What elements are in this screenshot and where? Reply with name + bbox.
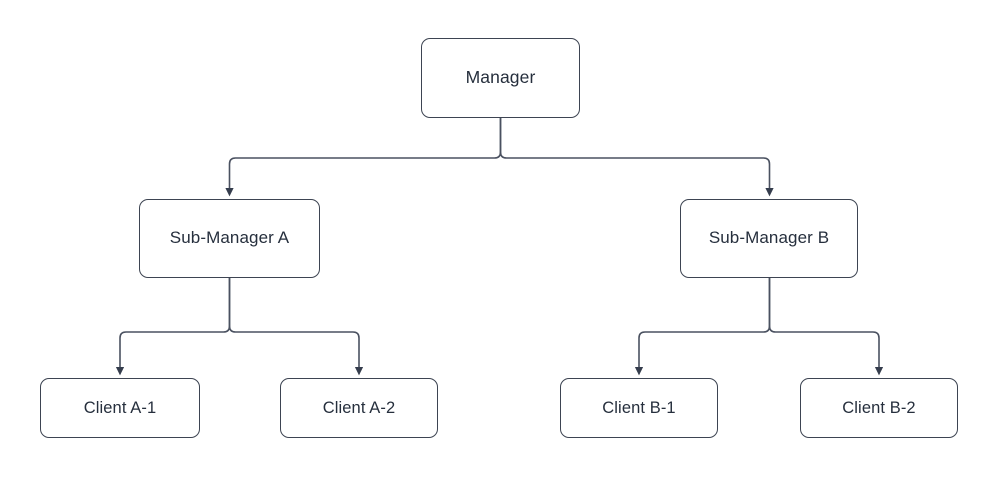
node-client-b-1[interactable]: Client B-1 (560, 378, 718, 438)
node-client-b-2[interactable]: Client B-2 (800, 378, 958, 438)
node-client-a-1[interactable]: Client A-1 (40, 378, 200, 438)
node-sub-manager-b[interactable]: Sub-Manager B (680, 199, 858, 278)
edge-sub-a-client-a-1 (115, 278, 231, 376)
node-sub-manager-a[interactable]: Sub-Manager A (139, 199, 320, 278)
edge-sub-b-client-b-1 (634, 278, 771, 376)
node-sub-manager-b-label: Sub-Manager B (708, 228, 830, 248)
node-client-b-1-label: Client B-1 (602, 398, 676, 417)
node-manager[interactable]: Manager (421, 38, 580, 118)
node-sub-manager-a-label: Sub-Manager A (169, 228, 290, 248)
node-client-a-2-label: Client A-2 (322, 398, 396, 417)
edge-sub-b-client-b-2 (768, 278, 884, 376)
edge-manager-sub-a (225, 118, 502, 197)
edge-sub-a-client-a-2 (228, 278, 364, 376)
node-manager-label: Manager (465, 67, 536, 88)
edge-manager-sub-b (499, 118, 774, 197)
node-client-b-2-label: Client B-2 (842, 398, 916, 417)
node-client-a-1-label: Client A-1 (83, 398, 157, 417)
node-client-a-2[interactable]: Client A-2 (280, 378, 438, 438)
